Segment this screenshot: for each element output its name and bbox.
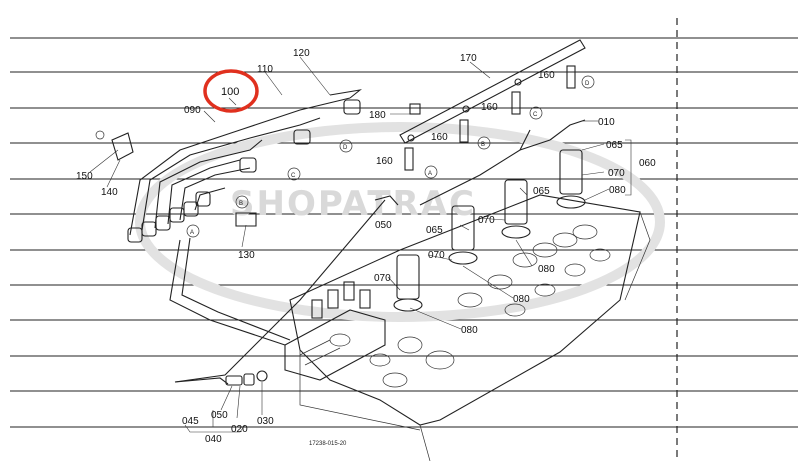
part-label-045: 045 xyxy=(182,416,199,427)
part-label-110: 110 xyxy=(257,64,273,75)
part-label-060: 060 xyxy=(639,158,656,169)
part-label-120: 120 xyxy=(293,48,310,59)
part-label-010: 010 xyxy=(598,117,615,128)
part-label-080-c: 080 xyxy=(513,294,530,305)
fuel-hose xyxy=(174,195,399,386)
part-label-065-a: 065 xyxy=(606,140,623,151)
part-label-180: 180 xyxy=(369,110,386,121)
part-label-070-b: 070 xyxy=(478,215,495,226)
part-label-040: 040 xyxy=(205,434,222,445)
callout-a-2: A xyxy=(428,171,432,177)
nozzle-holders xyxy=(393,119,586,312)
part-label-080-a: 080 xyxy=(609,185,626,196)
callout-d-1: D xyxy=(343,145,348,151)
part-label-050-a: 050 xyxy=(375,220,392,231)
part-label-130: 130 xyxy=(238,250,255,261)
watermark: SHOPATRAC xyxy=(135,122,665,322)
watermark-text: SHOPATRAC xyxy=(230,184,476,224)
part-label-030: 030 xyxy=(257,416,274,427)
part-label-140: 140 xyxy=(101,187,118,198)
part-labels: 100 120 110 090 170 160 160 160 160 180 … xyxy=(76,48,656,447)
callout-b-1: B xyxy=(239,201,243,207)
part-label-100: 100 xyxy=(221,86,239,98)
leader-lines xyxy=(89,56,632,433)
part-label-050-b: 050 xyxy=(211,410,228,421)
highlight-circle xyxy=(203,69,259,113)
part-label-160-d: 160 xyxy=(376,156,393,167)
part-label-070-a: 070 xyxy=(608,168,625,179)
injection-pump xyxy=(284,281,386,381)
part-label-160-a: 160 xyxy=(538,70,555,81)
part-label-150: 150 xyxy=(76,171,93,182)
callout-markers xyxy=(186,75,595,238)
part-label-070-d: 070 xyxy=(374,273,391,284)
return-pipe-bar xyxy=(399,39,586,171)
injection-pipes xyxy=(127,89,386,383)
callout-b-2: B xyxy=(481,142,485,148)
part-label-090: 090 xyxy=(184,105,201,116)
part-label-080-d: 080 xyxy=(461,325,478,336)
part-label-160-c: 160 xyxy=(431,132,448,143)
pipe-clamps xyxy=(95,130,257,227)
part-label-065-b: 065 xyxy=(533,186,550,197)
callout-c-2: C xyxy=(533,112,538,118)
part-label-080-b: 080 xyxy=(538,264,555,275)
part-label-065-c: 065 xyxy=(426,225,443,236)
part-label-170: 170 xyxy=(460,53,477,64)
part-label-020: 020 xyxy=(231,424,248,435)
callout-letters: A A B B C C D D xyxy=(190,81,590,236)
callout-d-2: D xyxy=(585,81,590,87)
drawing-number: 17238-015-20 xyxy=(309,441,347,447)
part-label-160-b: 160 xyxy=(481,102,498,113)
callout-a-1: A xyxy=(190,230,194,236)
callout-c-1: C xyxy=(291,173,296,179)
part-label-070-c: 070 xyxy=(428,250,445,261)
engine-block xyxy=(289,194,651,461)
